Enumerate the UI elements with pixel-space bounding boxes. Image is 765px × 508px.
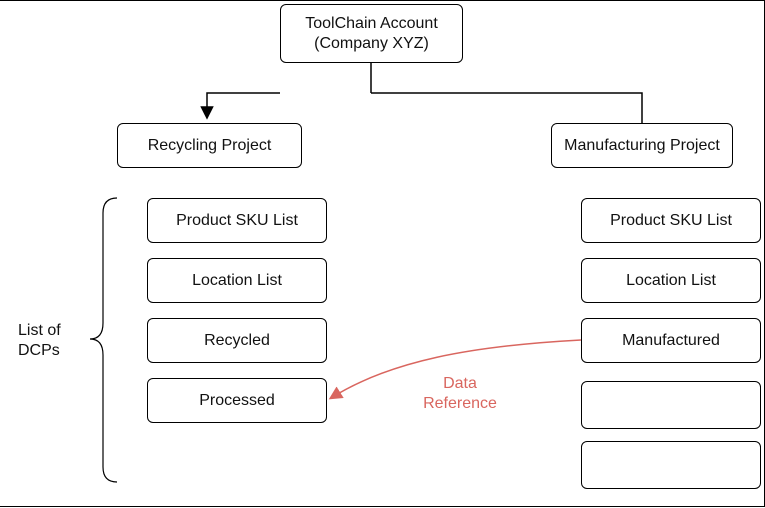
dcp-brace [89,197,118,483]
recycling-dcp-recycled: Recycled [147,318,327,363]
edge-root-to-recycling [200,92,280,120]
manufacturing-dcp-manufactured: Manufactured [581,318,761,363]
manufacturing-project-node: Manufacturing Project [551,123,733,168]
recycling-dcp-location-list: Location List [147,258,327,303]
data-reference-label: Data Reference [423,375,497,412]
edge-root-to-manufacturing [371,92,643,123]
recycling-dcp-product-sku-list: Product SKU List [147,198,327,243]
recycling-project-node: Recycling Project [117,123,302,168]
manufacturing-dcp-product-sku-list: Product SKU List [581,198,761,243]
manufacturing-dcp-empty-1 [581,381,761,429]
list-of-dcps-label: List of DCPs [18,322,61,359]
manufacturing-dcp-empty-2 [581,441,761,489]
toolchain-account-node: ToolChain Account (Company XYZ) [280,4,463,63]
manufacturing-dcp-location-list: Location List [581,258,761,303]
recycling-dcp-processed: Processed [147,378,327,423]
